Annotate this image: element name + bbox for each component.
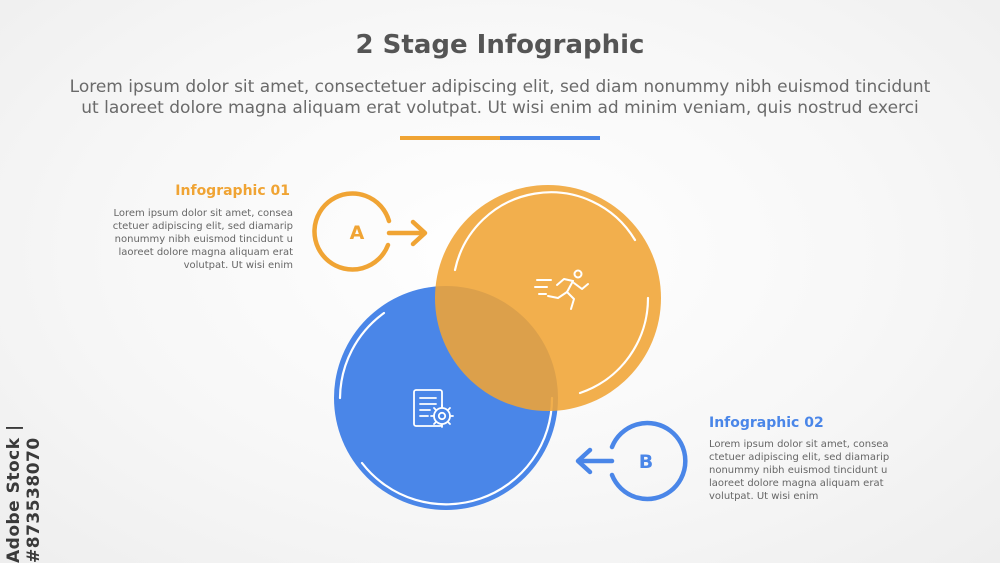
divider-segment-a <box>400 136 500 140</box>
divider-segment-b <box>500 136 600 140</box>
stage-a-letter: A <box>350 222 365 244</box>
page-subtitle: Lorem ipsum dolor sit amet, consectetuer… <box>69 77 931 118</box>
stage-b-description: Lorem ipsum dolor sit amet, consea ctetu… <box>709 439 890 502</box>
stage-b-badge: B <box>575 420 688 502</box>
stage-b-title: Infographic 02 <box>709 415 824 431</box>
stock-id-watermark: Adobe Stock | #873538070 <box>4 424 44 563</box>
document-gear-icon <box>413 389 454 428</box>
stage-a-circle <box>435 185 661 411</box>
running-person-icon <box>534 269 589 310</box>
stage-a-description: Lorem ipsum dolor sit amet, consea ctetu… <box>112 208 293 271</box>
stage-b-letter: B <box>639 451 653 473</box>
stage-a-badge: A <box>312 191 428 272</box>
stage-a-title: Infographic 01 <box>175 183 290 199</box>
page-title: 2 Stage Infographic <box>355 30 645 60</box>
